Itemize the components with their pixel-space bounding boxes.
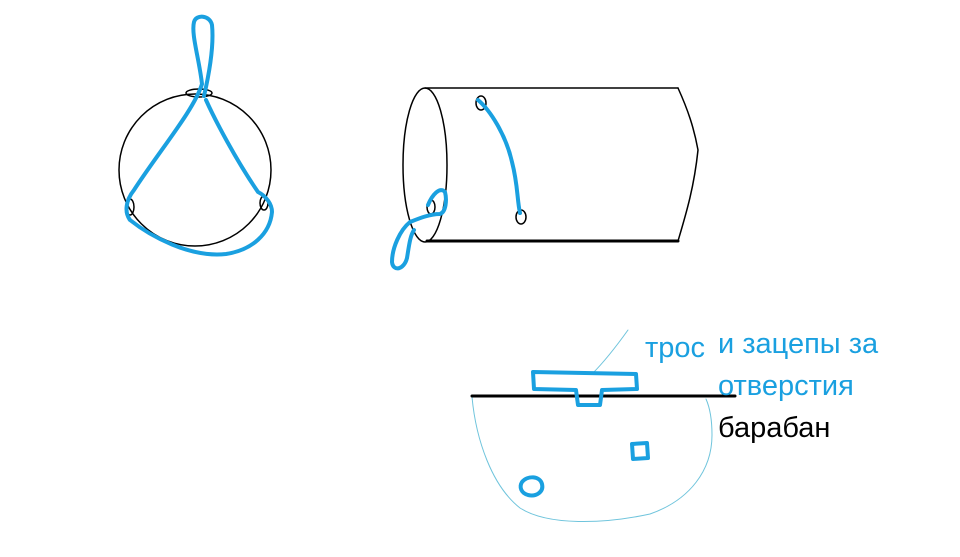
drum-outline-sketch: [471, 396, 713, 522]
cable-hook-shape: [531, 370, 639, 407]
rope-segment-side: [476, 98, 522, 215]
leader-line: [591, 329, 629, 375]
side-hole-top: [475, 95, 487, 111]
cylinder-end: [402, 87, 448, 243]
hole-round: [518, 475, 545, 498]
rope-loop-end-view: [124, 14, 274, 257]
label-tros: трос: [645, 332, 706, 364]
drum-circle: [118, 93, 272, 247]
rope-tail-side: [390, 188, 448, 271]
label-hooks-line2: отверстия: [718, 370, 854, 402]
cylinder-cut-edge: [677, 87, 699, 242]
hole-square: [630, 441, 650, 461]
label-hooks-line1: и зацепы за: [718, 328, 879, 360]
detail-sketch: [470, 329, 737, 522]
drum-end-view: [118, 14, 274, 257]
label-baraban: барабан: [718, 412, 831, 444]
drum-side-view: [390, 87, 699, 271]
